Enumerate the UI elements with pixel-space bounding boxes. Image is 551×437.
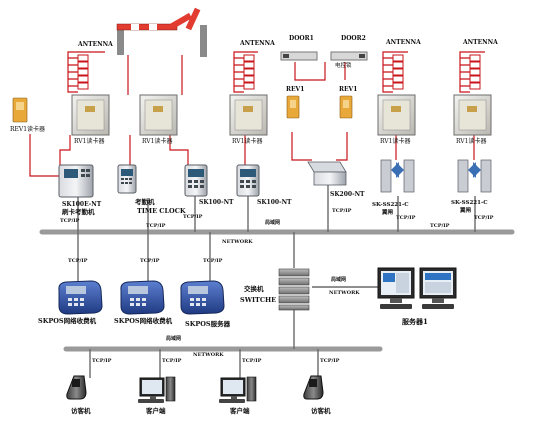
- lan-label-lower: 局域网: [165, 335, 181, 342]
- antenna-wiring-6: [459, 51, 485, 93]
- client-label-1: 客户端: [145, 406, 166, 415]
- gate-cn-label-6: 翼闸: [460, 206, 472, 214]
- tcpip-label-3: TCP/IP: [183, 214, 203, 220]
- visitor-label-2: 访客机: [311, 406, 331, 415]
- time-clock-icon: [117, 164, 137, 194]
- tcpip-label-2: TCP/IP: [146, 223, 166, 229]
- sk200-nt-label: SK200-NT: [330, 191, 365, 198]
- visitor-label-1: 访客机: [71, 406, 91, 415]
- door2-label: DOOR2: [341, 35, 366, 42]
- rv1-reader-label-2: RV1读卡器: [142, 137, 172, 145]
- server1-label: 服务器1: [402, 317, 428, 326]
- lan-label-upper: 局域网: [264, 219, 280, 226]
- rev1-label-door1: REV1: [286, 86, 304, 93]
- visitor-terminal-icon-1: [66, 375, 87, 400]
- tcpip-label-11: TCP/IP: [92, 358, 112, 364]
- lan-label-server: 局域网: [330, 276, 346, 283]
- rev1-reader-label: REV1读卡器: [10, 125, 45, 133]
- tcpip-label-14: TCP/IP: [320, 358, 340, 364]
- rev1-label-door2: REV1: [339, 86, 357, 93]
- antenna-array-6: [469, 54, 481, 90]
- tcpip-label-10: TCP/IP: [203, 258, 223, 264]
- sk100e-nt-label: SK100E-NT: [62, 201, 102, 208]
- server1-workstation-icon: [377, 267, 457, 309]
- tcpip-label-13: TCP/IP: [242, 358, 262, 364]
- antenna-wiring-3: [233, 51, 258, 93]
- tcpip-label-12: TCP/IP: [162, 358, 182, 364]
- sk200-nt-controller-icon: [307, 161, 347, 186]
- switch-label: SWITCHE: [240, 296, 276, 304]
- antenna-label-3: ANTENNA: [239, 40, 275, 47]
- antenna-wiring-5: [382, 51, 408, 93]
- network-label-upper: NETWORK: [222, 239, 253, 245]
- time-clock-label: TIME CLOCK: [137, 207, 186, 215]
- lock-label: 电控锁: [335, 61, 352, 69]
- visitor-terminal-icon-2: [303, 375, 324, 400]
- reader-wiring-1: [29, 134, 71, 177]
- rv1-reader-label-3: RV1读卡器: [232, 137, 262, 145]
- client-pc-icon-2: [219, 376, 257, 403]
- antenna-array-1: [77, 54, 89, 90]
- rev1-reader-icon: [12, 97, 28, 123]
- sk100-nt-terminal-icon-1: [184, 164, 208, 197]
- door-lock-wiring: [294, 62, 346, 81]
- tcpip-label-5: TCP/IP: [396, 215, 416, 221]
- gate-cn-label-5: 翼闸: [382, 208, 394, 216]
- sk100e-nt-terminal-icon: [58, 164, 94, 198]
- skpos-terminal-label-2: SKPOS网络收费机: [114, 316, 173, 325]
- control-panel-5: [377, 94, 416, 136]
- door-reader-wiring: [291, 132, 348, 161]
- skpos-terminal-icon-2: [120, 280, 165, 315]
- barrier-gate-left-icon: [116, 23, 178, 55]
- skpos-terminal-icon-1: [58, 280, 103, 315]
- sk-ss221-c-label-5: SK-SS221-C: [372, 202, 409, 208]
- client-label-2: 客户端: [229, 406, 250, 415]
- door2-reader-icon: [339, 95, 353, 119]
- door2-lock-icon: [330, 51, 368, 61]
- tcpip-label-6: TCP/IP: [474, 215, 494, 221]
- network-switch-icon: [278, 268, 310, 311]
- tcpip-label-1: TCP/IP: [60, 218, 80, 224]
- tcpip-label-9: TCP/IP: [140, 258, 160, 264]
- antenna-wiring-1: [67, 51, 105, 93]
- control-panel-1: [71, 94, 110, 136]
- rv1-reader-label-6: RV1读卡器: [456, 137, 486, 145]
- sk100-nt-terminal-icon-2: [236, 164, 260, 197]
- door1-label: DOOR1: [289, 35, 314, 42]
- door1-reader-icon: [286, 95, 300, 119]
- tcpip-label-8: TCP/IP: [68, 258, 88, 264]
- sk100e-cn-label: 刷卡考勤机: [62, 207, 95, 216]
- switch-cn-label: 交换机: [244, 284, 264, 293]
- tcpip-label-7: TCP/IP: [430, 223, 450, 229]
- rv1-reader-label-1: RV1读卡器: [74, 137, 104, 145]
- antenna-array-5: [392, 54, 404, 90]
- antenna-label-5: ANTENNA: [385, 39, 421, 46]
- reader-wiring-2: [169, 135, 189, 168]
- sk-ss221-c-label-6: SK-SS221-C: [451, 200, 488, 206]
- control-panel-6: [453, 94, 492, 136]
- control-panel-2: [139, 94, 178, 136]
- time-clock-cn-label: 考勤机: [135, 197, 155, 206]
- barrier-gate-right-icon: [169, 7, 207, 57]
- skpos-terminal-label-1: SKPOS网络收费机: [38, 316, 97, 325]
- tcpip-label-4: TCP/IP: [332, 208, 352, 214]
- antenna-label-1: ANTENNA: [77, 41, 113, 48]
- control-panel-3: [229, 94, 268, 136]
- turnstile-gate-icon-6: [457, 159, 492, 193]
- sk100-nt-label-2: SK100-NT: [257, 199, 292, 206]
- skpos-server-icon: [180, 280, 225, 315]
- turnstile-gate-icon-5: [380, 159, 415, 193]
- door1-lock-icon: [280, 51, 318, 61]
- network-label-lower: NETWORK: [193, 352, 224, 358]
- skpos-server-label: SKPOS服务器: [185, 319, 231, 328]
- rv1-reader-label-5: RV1读卡器: [380, 137, 410, 145]
- client-pc-icon-1: [138, 376, 176, 403]
- antenna-label-6: ANTENNA: [462, 39, 498, 46]
- network-label-server: NETWORK: [329, 290, 360, 296]
- antenna-array-3: [243, 54, 255, 90]
- sk100-nt-label-1: SK100-NT: [199, 199, 234, 206]
